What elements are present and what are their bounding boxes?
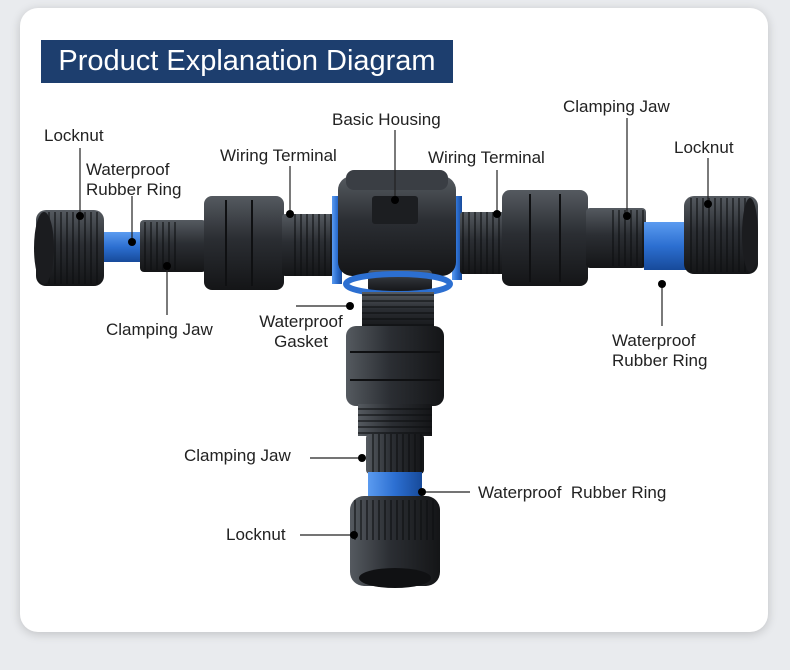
label-waterproof-ring-right-line1: Waterproof — [612, 331, 696, 350]
label-clamping-jaw-bottom: Clamping Jaw — [184, 446, 291, 465]
right-arm — [452, 190, 758, 286]
basic-housing — [338, 170, 456, 330]
left-wiring-terminal-thread — [292, 214, 334, 276]
left-arm — [34, 196, 342, 290]
left-clamping-jaw-ribs — [140, 222, 176, 270]
label-clamping-jaw-right: Clamping Jaw — [563, 97, 670, 116]
label-wiring-terminal-left: Wiring Terminal — [220, 146, 337, 165]
right-locknut-face — [742, 198, 758, 272]
right-locknut-ribs — [686, 198, 746, 272]
leader-dots — [76, 196, 712, 539]
housing-body — [338, 176, 456, 276]
left-rubber-ring — [104, 232, 142, 262]
bottom-arm — [346, 326, 444, 588]
bottom-thread-ribs — [358, 406, 432, 434]
label-waterproof-gasket-line1: Waterproof — [259, 312, 343, 331]
title-banner: Product Explanation Diagram — [41, 40, 453, 83]
left-coupling-nut — [204, 196, 284, 290]
right-coupling-nut — [502, 190, 588, 286]
label-waterproof-ring-left-line2: Rubber Ring — [86, 180, 182, 199]
right-rubber-ring — [644, 222, 686, 270]
label-wiring-terminal-right: Wiring Terminal — [428, 148, 545, 167]
bottom-locknut-face — [359, 568, 431, 588]
page-title: Product Explanation Diagram — [58, 45, 436, 77]
label-waterproof-ring-bottom: Waterproof Rubber Ring — [478, 483, 667, 502]
right-blue-seal — [452, 196, 462, 280]
bottom-rubber-ring — [368, 472, 422, 498]
bottom-locknut-ribs — [354, 500, 436, 540]
right-wiring-terminal-thread — [462, 212, 502, 274]
label-locknut-right: Locknut — [674, 138, 734, 157]
label-locknut-bottom: Locknut — [226, 525, 286, 544]
label-locknut-left: Locknut — [44, 126, 104, 145]
leader-lines — [79, 118, 709, 536]
label-clamping-jaw-left: Clamping Jaw — [106, 320, 213, 339]
housing-thread-ribs — [362, 294, 434, 328]
label-basic-housing: Basic Housing — [332, 110, 441, 129]
label-waterproof-gasket-line2: Gasket — [274, 332, 328, 351]
housing-label-plate — [372, 196, 418, 224]
left-blue-seal — [332, 196, 342, 284]
housing-top-cap — [346, 170, 448, 190]
bottom-clamping-jaw-ribs — [368, 434, 422, 472]
left-locknut-face — [34, 212, 54, 284]
label-waterproof-ring-left-line1: Waterproof — [86, 160, 170, 179]
bottom-coupling-nut — [346, 326, 444, 406]
label-waterproof-ring-right-line2: Rubber Ring — [612, 351, 708, 370]
